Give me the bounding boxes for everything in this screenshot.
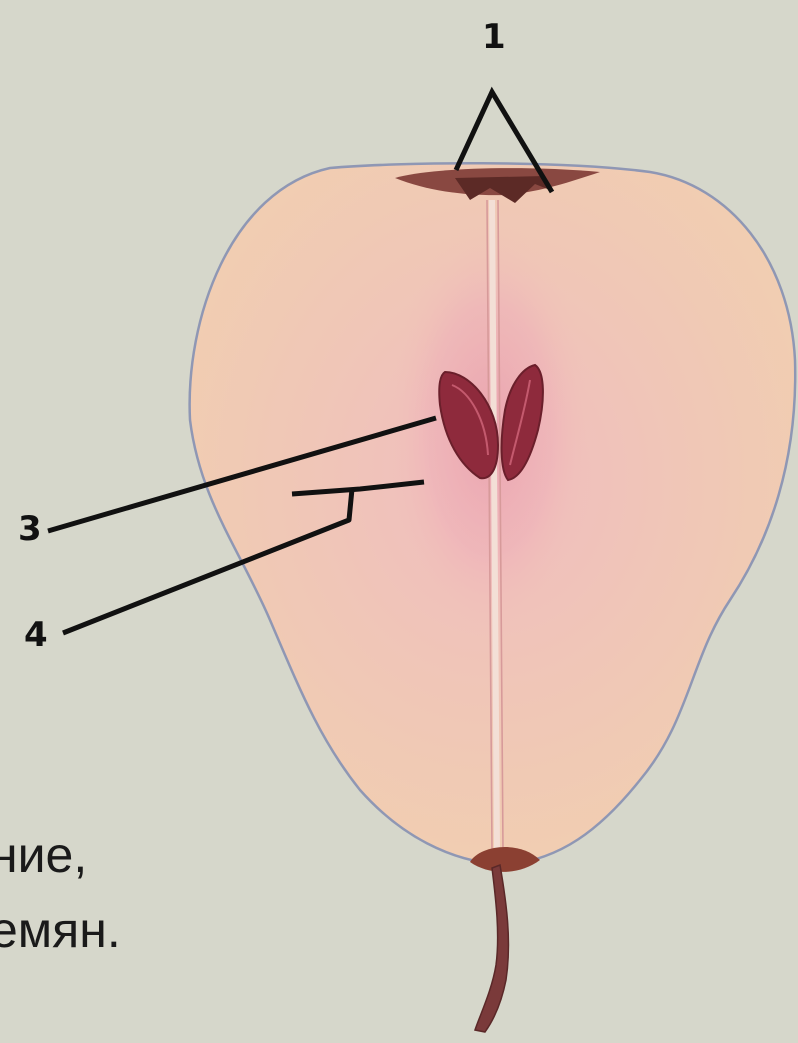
label-1: 1 — [482, 17, 506, 57]
caption-line-1: ние, — [0, 830, 87, 880]
label-3: 3 — [18, 509, 42, 549]
caption-line-2: емян. — [0, 905, 121, 955]
label-4: 4 — [24, 615, 48, 655]
stem — [475, 865, 508, 1032]
